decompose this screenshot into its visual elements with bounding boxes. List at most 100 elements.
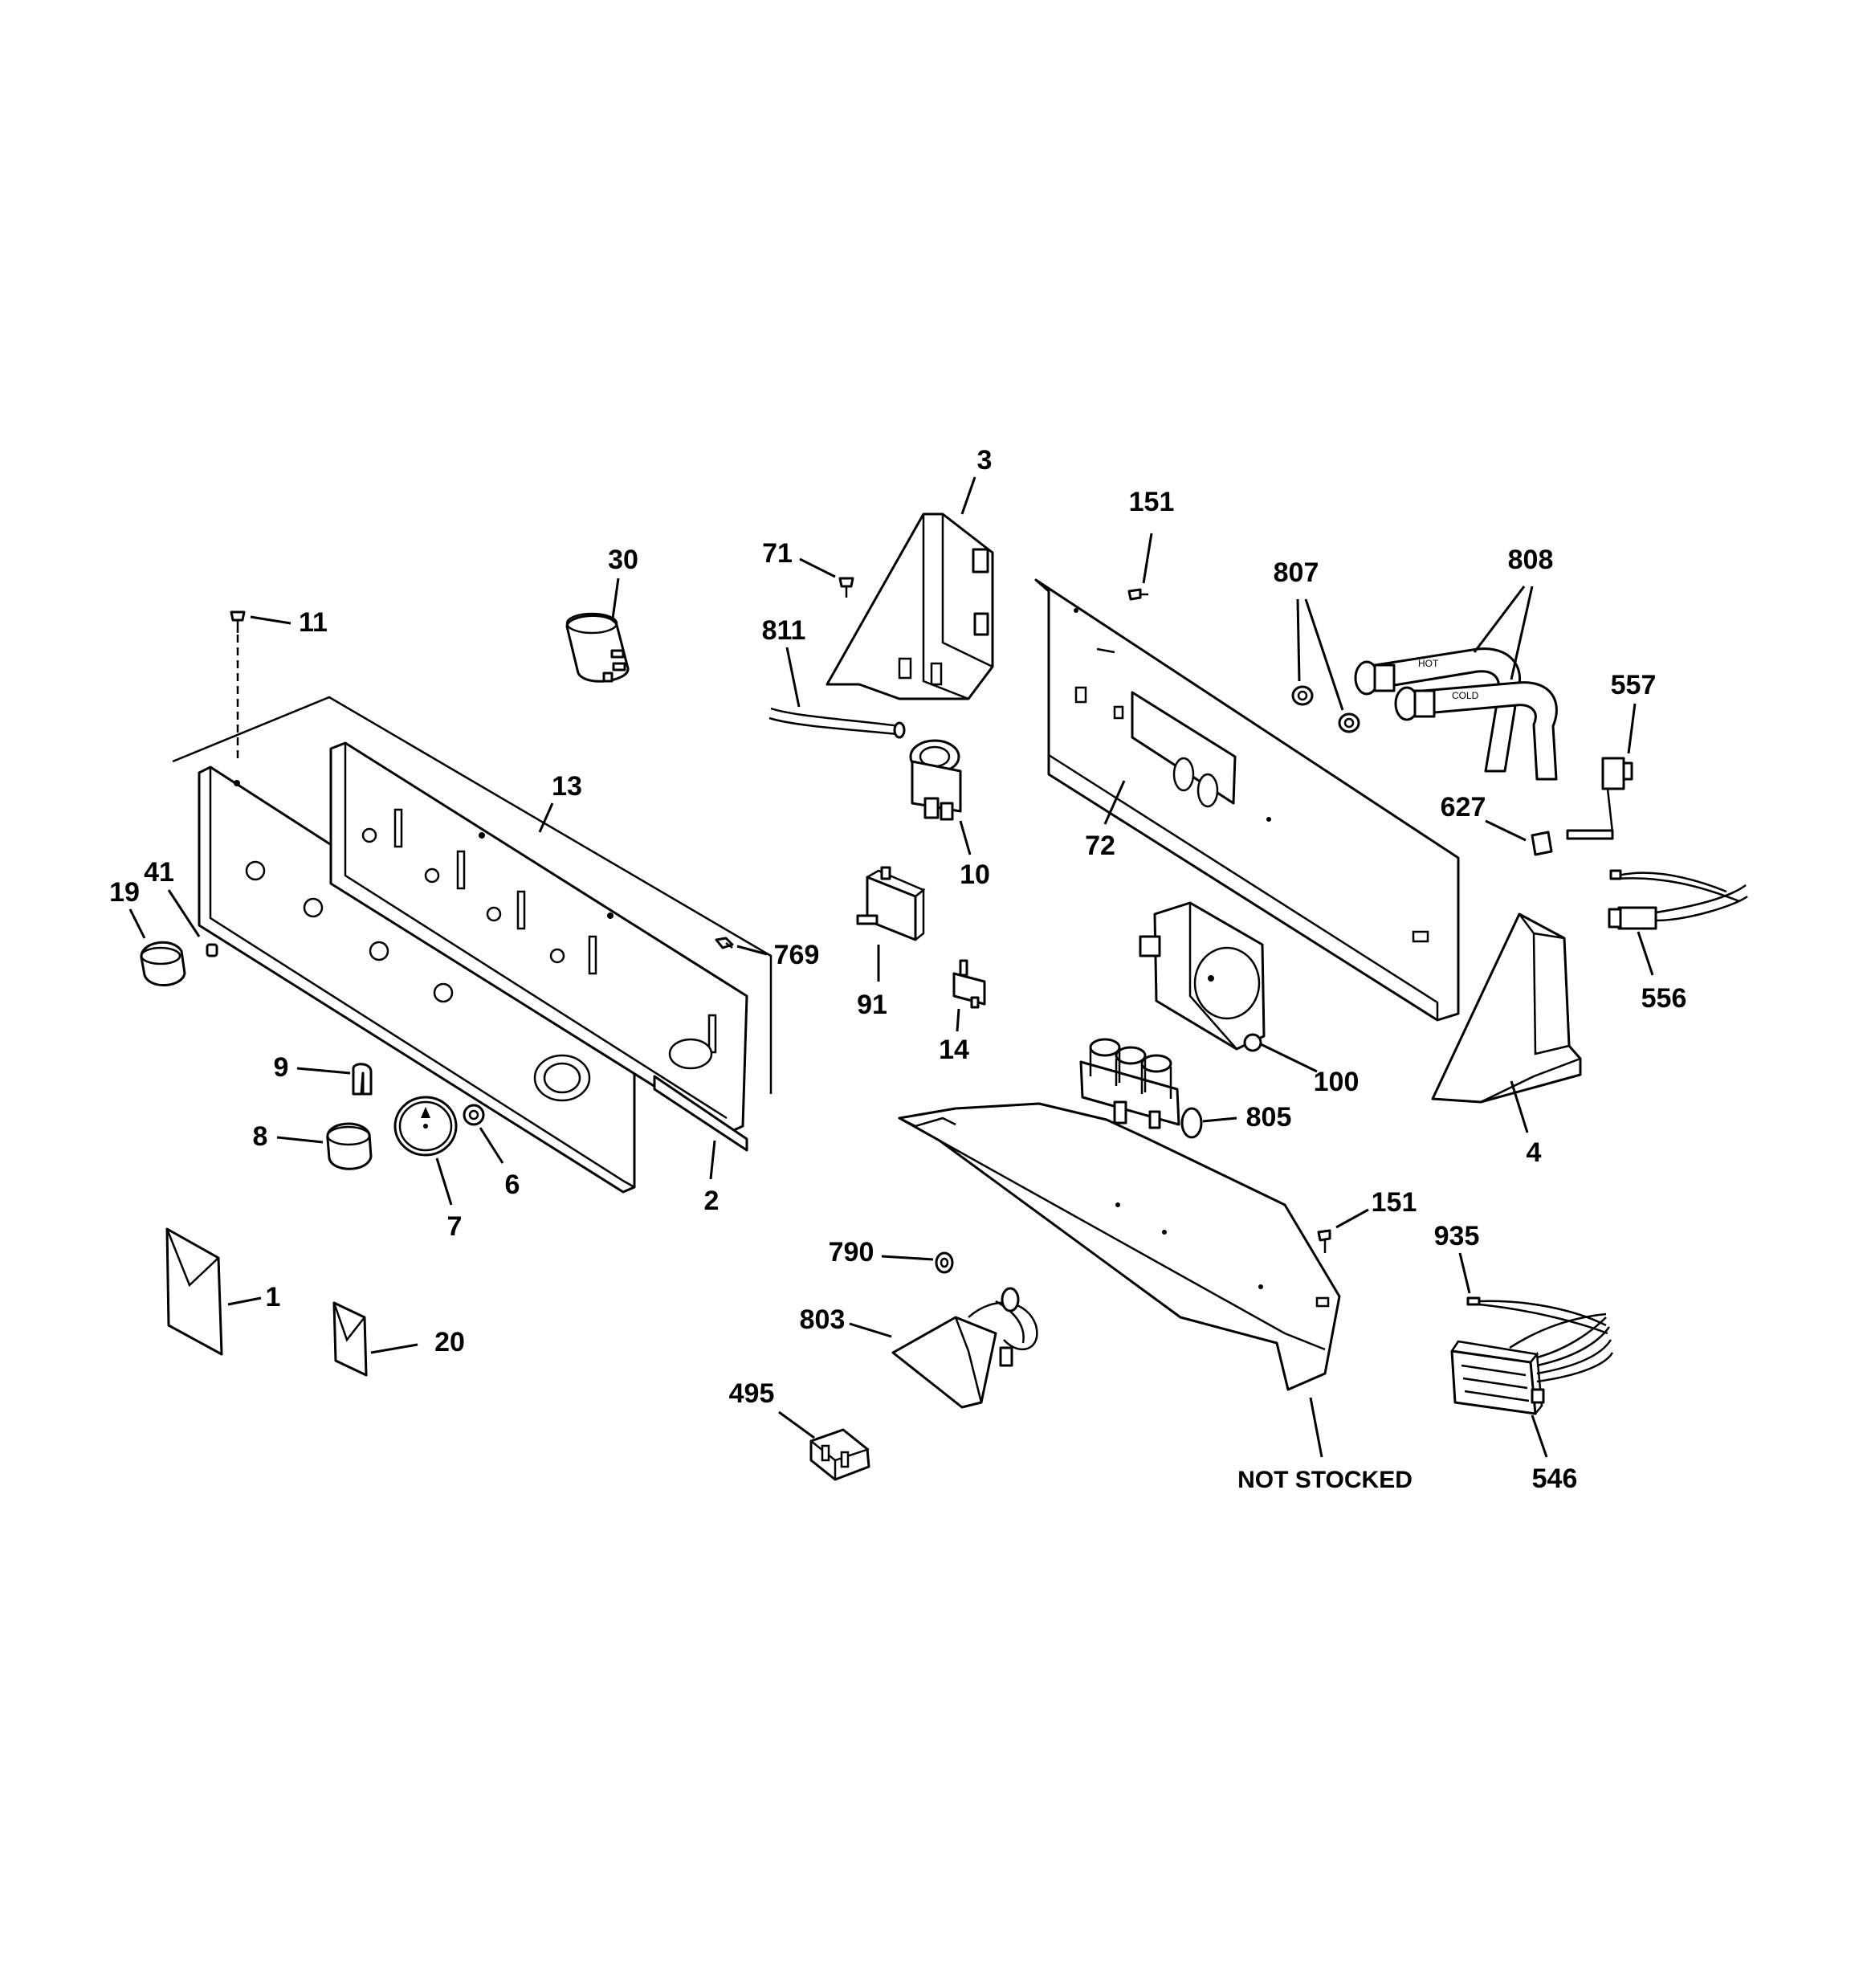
callout-546: 546: [1532, 1463, 1578, 1494]
part-front-panel: [198, 765, 636, 1194]
leader-627: [1485, 819, 1527, 842]
part-71-screw: [838, 577, 854, 598]
leader-14: [956, 1008, 960, 1032]
callout-495: 495: [729, 1378, 775, 1409]
part-769-screw: [715, 937, 734, 949]
part-790-clamp: [935, 1251, 954, 1274]
hose-label-hot: HOT: [1418, 658, 1439, 669]
callout-1: 1: [266, 1282, 281, 1312]
leader-100: [1260, 1043, 1318, 1073]
leader-769: [736, 945, 768, 956]
leader-6: [479, 1127, 504, 1164]
callout-10: 10: [960, 859, 990, 890]
leader-808-b: [1510, 586, 1534, 680]
callout-557: 557: [1611, 670, 1657, 700]
leader-13: [538, 802, 554, 833]
part-base-rail: [898, 1102, 1341, 1391]
callout-8: 8: [253, 1121, 268, 1152]
callout-935: 935: [1434, 1221, 1480, 1251]
part-20-envelope: [332, 1301, 368, 1377]
part-808-hoses: HOT COLD: [1354, 647, 1558, 781]
leader-9: [296, 1067, 351, 1075]
part-807-washers: [1291, 685, 1360, 733]
part-6-nut: [463, 1104, 485, 1126]
part-151-screw-lower: [1317, 1229, 1331, 1253]
leader-803: [849, 1322, 892, 1338]
callout-808: 808: [1508, 545, 1554, 575]
leader-72: [1103, 780, 1126, 825]
callout-13: 13: [552, 771, 582, 802]
leader-556: [1637, 931, 1654, 976]
leader-495: [778, 1410, 815, 1439]
callout-4: 4: [1527, 1137, 1542, 1168]
leader-808-a: [1473, 586, 1526, 653]
leader-30: [611, 578, 620, 619]
part-803-dispenser: [891, 1287, 1038, 1409]
part-30-filter: [565, 612, 630, 683]
part-91-switch: [856, 866, 926, 941]
callout-807: 807: [1274, 557, 1319, 588]
part-9-clip: [352, 1063, 373, 1096]
leader-151-top: [1142, 533, 1153, 584]
part-4-end-cap: [1431, 912, 1582, 1104]
leader-not-stocked: [1309, 1397, 1323, 1458]
part-627-block: [1531, 831, 1553, 856]
callout-151-lower: 151: [1372, 1187, 1417, 1218]
callout-11: 11: [299, 607, 328, 638]
callout-100: 100: [1314, 1067, 1360, 1097]
callout-3: 3: [977, 445, 993, 476]
callout-71: 71: [762, 538, 793, 569]
callout-627: 627: [1441, 792, 1486, 823]
callout-2: 2: [704, 1186, 720, 1216]
callout-151-top: 151: [1129, 487, 1175, 517]
part-14-switch: [952, 959, 986, 1009]
part-557-connector: [1566, 757, 1633, 840]
leader-790: [881, 1255, 934, 1261]
callout-803: 803: [800, 1304, 846, 1335]
leader-71: [799, 557, 836, 578]
leader-7: [435, 1157, 453, 1206]
leader-807-b: [1304, 598, 1344, 711]
part-100-timer: [1139, 901, 1266, 1052]
part-805-valve: [1079, 1038, 1203, 1139]
part-151-screw-top: [1127, 588, 1148, 601]
callout-769: 769: [774, 940, 820, 970]
leader-4: [1510, 1080, 1529, 1133]
callout-6: 6: [505, 1170, 520, 1200]
callout-not-stocked: NOT STOCKED: [1237, 1467, 1413, 1493]
part-41-spring: [206, 943, 218, 957]
part-935-wire: [1466, 1296, 1608, 1335]
leader-20: [370, 1343, 418, 1354]
part-72-back-panel: [1034, 578, 1460, 1022]
callout-19: 19: [109, 877, 140, 908]
panel-assembly-outline: [172, 696, 773, 1094]
part-546-harness: [1450, 1312, 1614, 1415]
leader-805: [1202, 1116, 1237, 1123]
part-495-clip: [809, 1428, 870, 1481]
part-19-knob: [140, 941, 186, 986]
hose-label-cold: COLD: [1452, 690, 1479, 701]
part-2-rail: [653, 1075, 748, 1152]
part-1-envelope: [165, 1227, 223, 1356]
leader-557: [1627, 703, 1637, 754]
callout-811: 811: [762, 615, 806, 646]
part-13-backing-plate: [329, 741, 748, 1134]
callout-72: 72: [1085, 831, 1115, 861]
leader-3: [960, 476, 976, 515]
part-11-screw: [230, 610, 246, 763]
callout-556: 556: [1641, 983, 1687, 1014]
leader-807-a: [1296, 598, 1301, 682]
leader-41: [167, 889, 201, 937]
callout-14: 14: [939, 1035, 969, 1065]
leader-151-lower: [1335, 1208, 1369, 1229]
callout-805: 805: [1246, 1102, 1292, 1133]
callout-30: 30: [608, 545, 638, 575]
leader-1: [227, 1296, 262, 1306]
leader-2: [709, 1140, 716, 1180]
callout-41: 41: [144, 857, 174, 888]
leader-8: [276, 1136, 324, 1144]
callout-7: 7: [447, 1211, 463, 1242]
callout-20: 20: [434, 1327, 465, 1357]
leader-10: [959, 820, 972, 855]
